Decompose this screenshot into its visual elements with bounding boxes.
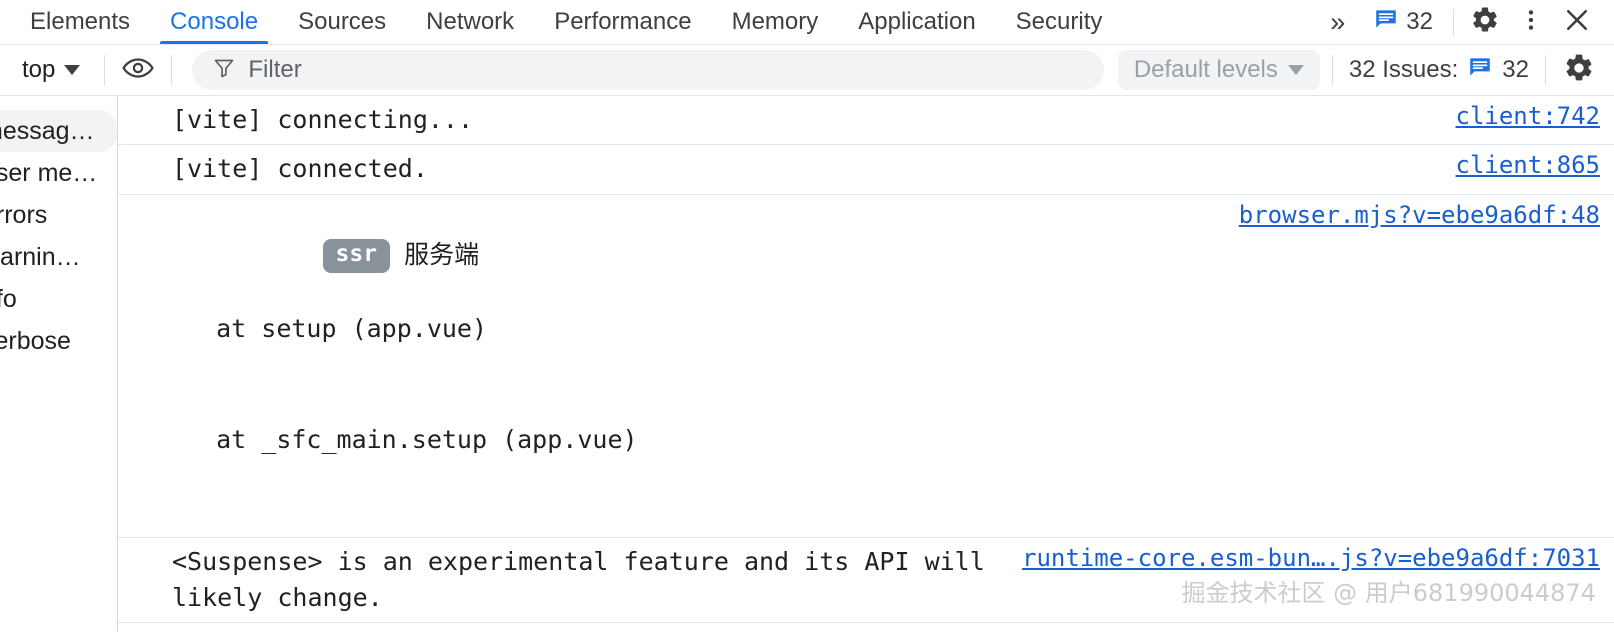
close-devtools-button[interactable]	[1554, 0, 1600, 44]
eye-icon	[122, 57, 155, 84]
console-message-row[interactable]: <Suspense> is an experimental feature an…	[118, 538, 1614, 624]
stack-frame-line: at setup (app.vue)	[186, 314, 488, 344]
tab-sources[interactable]: Sources	[278, 0, 406, 44]
console-message-row[interactable]: 客户端 app.vue:5	[118, 623, 1614, 632]
console-filter-box[interactable]: Filter	[192, 50, 1104, 90]
tabbar-actions: » 32	[1315, 0, 1614, 44]
funnel-icon	[212, 56, 236, 85]
console-sidebar-toggle-button[interactable]	[117, 51, 159, 89]
sidebar-item-label: warnin…	[0, 242, 81, 271]
tab-label: Elements	[30, 8, 131, 35]
tab-application[interactable]: Application	[838, 0, 995, 44]
tab-label: Console	[170, 8, 259, 35]
sidebar-item-label: verbose	[0, 326, 71, 355]
issues-status-button[interactable]: 32 Issues: 32	[1345, 54, 1533, 87]
console-body: messag… user me… errors warnin… nfo verb…	[0, 96, 1614, 632]
tab-label: Network	[426, 8, 515, 35]
issues-status-count: 32	[1502, 56, 1529, 83]
sidebar-item-user-messages[interactable]: user me…	[0, 152, 117, 194]
log-level-label: Default levels	[1133, 56, 1278, 83]
console-source-link[interactable]: client:742	[1455, 102, 1601, 130]
sidebar-item-info[interactable]: nfo	[0, 278, 117, 320]
tabbar-spacer	[1122, 0, 1315, 44]
tab-label: Memory	[731, 8, 819, 35]
execution-context-label: top	[22, 56, 56, 83]
console-source-link[interactable]: browser.mjs?v=ebe9a6df:48	[1238, 200, 1600, 229]
tab-console[interactable]: Console	[150, 0, 278, 44]
stack-frame-line: at _sfc_main.setup (app.vue)	[186, 425, 638, 454]
sidebar-item-label: user me…	[0, 158, 98, 187]
console-message-row[interactable]: [vite] connected. client:865	[118, 145, 1614, 195]
tab-memory[interactable]: Memory	[712, 0, 839, 44]
chevron-down-icon	[64, 65, 81, 75]
sidebar-item-warnings[interactable]: warnin…	[0, 236, 117, 278]
execution-context-selector[interactable]: top	[10, 53, 92, 87]
tab-network[interactable]: Network	[406, 0, 534, 44]
toolbar-divider-1	[104, 55, 106, 85]
gear-icon	[1470, 5, 1500, 40]
toolbar-divider-2	[171, 55, 173, 85]
devtools-tabbar: Elements Console Sources Network Perform…	[0, 0, 1614, 45]
ssr-message-label: 服务端	[404, 239, 480, 269]
kebab-menu-icon	[1518, 5, 1544, 40]
tab-performance[interactable]: Performance	[534, 0, 711, 44]
tabbar-divider	[1453, 9, 1454, 35]
sidebar-item-verbose[interactable]: verbose	[0, 320, 117, 362]
console-message-text: ssr 服务端 at setup (app.vue) at _sfc_main.s…	[172, 201, 1239, 531]
console-source-link[interactable]: app.vue:5	[1470, 629, 1600, 632]
console-toolbar: top Filter Default levels	[0, 45, 1614, 96]
tab-label: Application	[858, 8, 976, 35]
sidebar-item-errors[interactable]: errors	[0, 194, 117, 236]
console-settings-button[interactable]	[1558, 51, 1600, 89]
console-message-text: <Suspense> is an experimental feature an…	[172, 546, 1000, 612]
main-menu-button[interactable]	[1508, 0, 1554, 44]
sidebar-item-label: nfo	[0, 284, 17, 313]
issues-counter-button[interactable]: 32	[1361, 6, 1445, 39]
console-message-text: [vite] connecting...	[172, 105, 474, 134]
console-sidebar: messag… user me… errors warnin… nfo verb…	[0, 96, 118, 632]
sidebar-item-label: messag…	[0, 116, 95, 145]
console-source-link[interactable]: client:865	[1455, 151, 1601, 180]
more-tabs-button[interactable]: »	[1315, 0, 1361, 44]
console-message-row-ssr[interactable]: ssr 服务端 at setup (app.vue) at _sfc_main.s…	[118, 195, 1614, 538]
issues-message-icon	[1373, 6, 1399, 39]
console-source-link[interactable]: runtime-core.esm-bun….js?v=ebe9a6df:7031	[1022, 543, 1600, 572]
issues-count-label: 32	[1406, 8, 1433, 35]
issues-message-icon	[1467, 54, 1493, 87]
sidebar-item-all-messages[interactable]: messag…	[0, 110, 117, 152]
console-filter-input[interactable]: Filter	[248, 56, 302, 83]
toolbar-divider-4	[1545, 55, 1546, 85]
toolbar-divider-3	[1331, 55, 1333, 85]
close-icon	[1562, 5, 1592, 40]
chevron-double-right-icon: »	[1330, 6, 1345, 37]
chevron-down-icon	[1287, 65, 1304, 75]
gear-icon	[1563, 52, 1595, 89]
console-message-row[interactable]: [vite] connecting... client:742	[118, 96, 1614, 146]
tab-security[interactable]: Security	[996, 0, 1123, 44]
console-message-list[interactable]: [vite] connecting... client:742 [vite] c…	[118, 96, 1614, 632]
issues-status-label: 32 Issues:	[1348, 56, 1459, 83]
settings-button[interactable]	[1462, 0, 1508, 44]
tab-elements[interactable]: Elements	[10, 0, 150, 44]
sidebar-item-label: errors	[0, 200, 48, 229]
log-level-selector[interactable]: Default levels	[1117, 50, 1320, 90]
console-message-text: [vite] connected.	[172, 154, 428, 184]
tab-label: Performance	[554, 8, 692, 35]
tab-label: Security	[1015, 8, 1103, 35]
ssr-badge: ssr	[322, 238, 391, 273]
tab-label: Sources	[298, 8, 387, 35]
